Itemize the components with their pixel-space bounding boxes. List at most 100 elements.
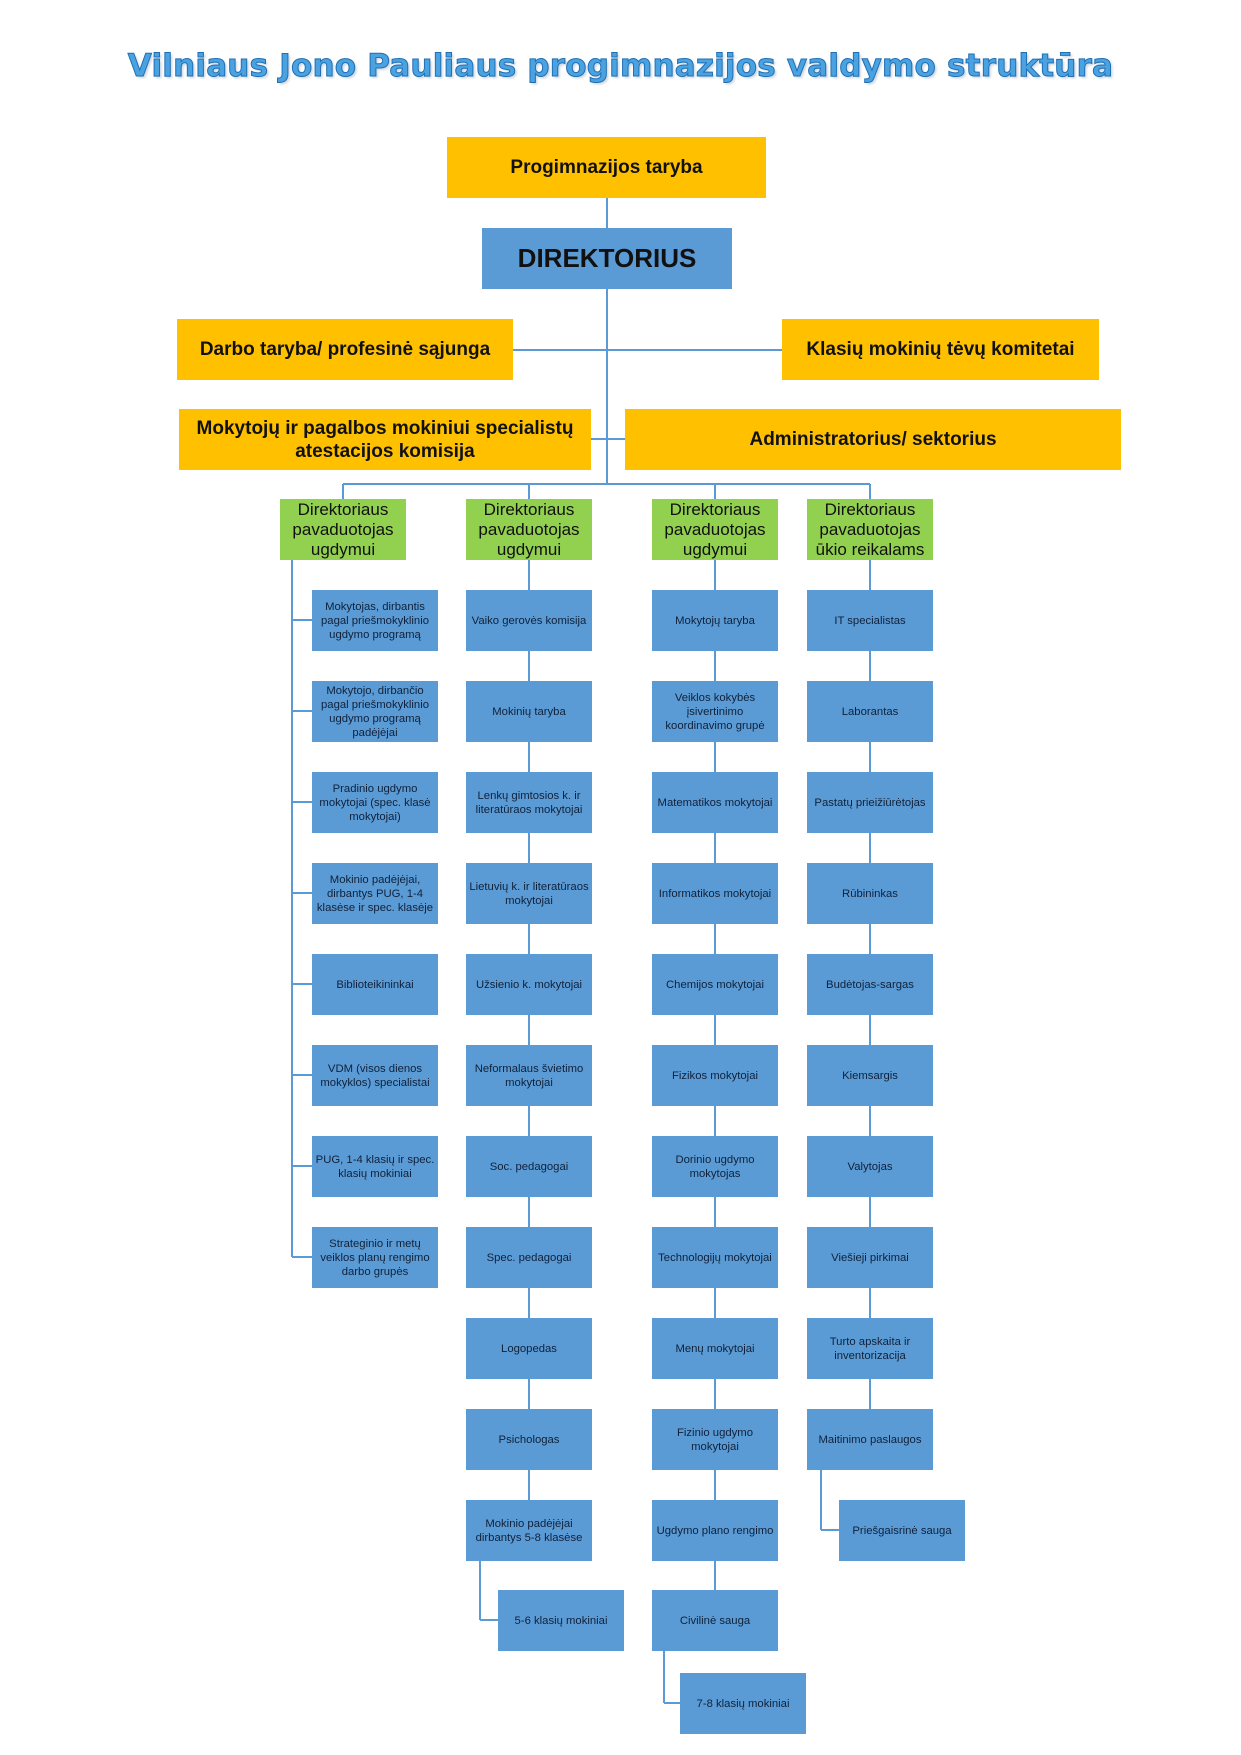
unit-label: Civilinė sauga — [679, 1614, 751, 1627]
unit-box: Kiemsargis — [807, 1045, 933, 1106]
deputy-head-1: Direktoriaus pavaduotojas ugdymui — [280, 499, 406, 560]
administrator-box: Administratorius/ sektorius — [625, 409, 1121, 470]
deputy-head-3-label: Direktoriaus pavaduotojas ugdymui — [664, 499, 766, 559]
unit-box: IT specialistas — [807, 590, 933, 651]
unit-box: Mokytojo, dirbančio pagal priešmokyklini… — [312, 681, 438, 742]
unit-label: PUG, 1-4 klasių ir spec. klasių mokiniai — [315, 1153, 435, 1180]
unit-label: Kiemsargis — [842, 1069, 898, 1082]
unit-label: Mokinių taryba — [492, 705, 566, 718]
unit-label: Pradinio ugdymo mokytojai (spec. klasė m… — [319, 782, 431, 823]
unit-label: Mokytojas, dirbantis pagal priešmokyklin… — [321, 600, 429, 641]
unit-box: Lietuvių k. ir literatūraos mokytojai — [466, 863, 592, 924]
unit-label: Vaiko gerovės komisija — [471, 614, 587, 627]
unit-box: Dorinio ugdymo mokytojas — [652, 1136, 778, 1197]
unit-box: Soc. pedagogai — [466, 1136, 592, 1197]
sub-unit-label: 7-8 klasių mokiniai — [696, 1697, 790, 1710]
unit-box: Chemijos mokytojai — [652, 954, 778, 1015]
sub-unit-box: Priešgaisrinė sauga — [839, 1500, 965, 1561]
unit-box: Menų mokytojai — [652, 1318, 778, 1379]
unit-label: Rūbininkas — [842, 887, 898, 900]
unit-label: VDM (visos dienos mokyklos) specialistai — [320, 1062, 430, 1089]
unit-box: PUG, 1-4 klasių ir spec. klasių mokiniai — [312, 1136, 438, 1197]
unit-box: Budėtojas-sargas — [807, 954, 933, 1015]
unit-box: Fizikos mokytojai — [652, 1045, 778, 1106]
unit-label: Užsienio k. mokytojai — [475, 978, 583, 991]
unit-box: Spec. pedagogai — [466, 1227, 592, 1288]
unit-box: Mokytojas, dirbantis pagal priešmokyklin… — [312, 590, 438, 651]
unit-label: Turto apskaita ir inventorizacija — [829, 1335, 911, 1362]
unit-box: Pradinio ugdymo mokytojai (spec. klasė m… — [312, 772, 438, 833]
unit-label: Menų mokytojai — [675, 1342, 755, 1355]
page-title: Vilniaus Jono Pauliaus progimnazijos val… — [127, 48, 1114, 85]
unit-label: Technologijų mokytojai — [658, 1251, 772, 1264]
attestation-commission-box: Mokytojų ir pagalbos mokiniui specialist… — [179, 409, 591, 470]
unit-box: Informatikos mokytojai — [652, 863, 778, 924]
unit-box: Turto apskaita ir inventorizacija — [807, 1318, 933, 1379]
unit-box: Mokinio padėjėjai, dirbantys PUG, 1-4 kl… — [312, 863, 438, 924]
sub-unit-box: 7-8 klasių mokiniai — [680, 1673, 806, 1734]
unit-label: Ugdymo plano rengimo — [656, 1524, 774, 1537]
unit-label: Pastatų prieižiūrėtojas — [814, 796, 926, 809]
unit-box: Valytojas — [807, 1136, 933, 1197]
unit-label: Veiklos kokybės įsivertinimo koordinavim… — [665, 691, 765, 732]
unit-label: Mokytojo, dirbančio pagal priešmokyklini… — [321, 684, 429, 739]
unit-box: Veiklos kokybės įsivertinimo koordinavim… — [652, 681, 778, 742]
unit-box: Strateginio ir metų veiklos planų rengim… — [312, 1227, 438, 1288]
unit-label: Fizikos mokytojai — [671, 1069, 758, 1082]
unit-label: Mokinio padėjėjai dirbantys 5-8 klasėse — [475, 1517, 583, 1544]
deputy-head-2: Direktoriaus pavaduotojas ugdymui — [466, 499, 592, 560]
unit-box: Vaiko gerovės komisija — [466, 590, 592, 651]
unit-label: Psichologas — [498, 1433, 560, 1446]
unit-box: Fizinio ugdymo mokytojai — [652, 1409, 778, 1470]
work-council-label: Darbo taryba/ profesinė sąjunga — [199, 339, 491, 360]
unit-label: Neformalaus švietimo mokytojai — [474, 1062, 584, 1089]
deputy-head-1-label: Direktoriaus pavaduotojas ugdymui — [292, 499, 394, 559]
unit-box: Lenkų gimtosios k. ir literatūraos mokyt… — [466, 772, 592, 833]
director-label: DIREKTORIUS — [517, 243, 697, 273]
council-box: Progimnazijos taryba — [447, 137, 766, 198]
unit-box: Technologijų mokytojai — [652, 1227, 778, 1288]
parents-committee-label: Klasių mokinių tėvų komitetai — [806, 339, 1075, 360]
unit-label: Maitinimo paslaugos — [818, 1433, 922, 1446]
unit-label: Logopedas — [501, 1342, 557, 1355]
unit-label: Spec. pedagogai — [486, 1251, 572, 1264]
unit-label: Dorinio ugdymo mokytojas — [675, 1153, 755, 1180]
unit-label: Soc. pedagogai — [489, 1160, 569, 1173]
unit-label: Mokinio padėjėjai, dirbantys PUG, 1-4 kl… — [316, 873, 434, 914]
deputy-head-2-label: Direktoriaus pavaduotojas ugdymui — [478, 499, 580, 559]
unit-label: IT specialistas — [834, 614, 906, 627]
unit-box: Laborantas — [807, 681, 933, 742]
deputy-head-4-label: Direktoriaus pavaduotojas ūkio reikalams — [815, 499, 925, 559]
administrator-label: Administratorius/ sektorius — [749, 429, 997, 450]
sub-unit-label: 5-6 klasių mokiniai — [514, 1614, 608, 1627]
unit-label: Strateginio ir metų veiklos planų rengim… — [320, 1237, 430, 1278]
unit-label: Informatikos mokytojai — [658, 887, 772, 900]
unit-box: Matematikos mokytojai — [652, 772, 778, 833]
unit-label: Valytojas — [847, 1160, 893, 1173]
unit-box: Mokinio padėjėjai dirbantys 5-8 klasėse — [466, 1500, 592, 1561]
unit-label: Lenkų gimtosios k. ir literatūraos mokyt… — [475, 789, 583, 816]
unit-box: Logopedas — [466, 1318, 592, 1379]
unit-box: Psichologas — [466, 1409, 592, 1470]
director-box: DIREKTORIUS — [482, 228, 732, 289]
unit-box: Maitinimo paslaugos — [807, 1409, 933, 1470]
unit-box: Ugdymo plano rengimo — [652, 1500, 778, 1561]
deputy-head-3: Direktoriaus pavaduotojas ugdymui — [652, 499, 778, 560]
council-label: Progimnazijos taryba — [510, 157, 703, 178]
unit-label: Mokytojų taryba — [675, 614, 755, 627]
deputy-head-4: Direktoriaus pavaduotojas ūkio reikalams — [807, 499, 933, 560]
unit-box: Biblioteikininkai — [312, 954, 438, 1015]
unit-label: Biblioteikininkai — [336, 978, 414, 991]
unit-label: Matematikos mokytojai — [657, 796, 773, 809]
unit-box: Rūbininkas — [807, 863, 933, 924]
unit-label: Viešieji pirkimai — [831, 1251, 909, 1264]
work-council-box: Darbo taryba/ profesinė sąjunga — [177, 319, 513, 380]
unit-box: VDM (visos dienos mokyklos) specialistai — [312, 1045, 438, 1106]
sub-unit-box: 5-6 klasių mokiniai — [498, 1590, 624, 1651]
unit-label: Fizinio ugdymo mokytojai — [677, 1426, 753, 1453]
unit-label: Lietuvių k. ir literatūraos mokytojai — [469, 880, 589, 907]
unit-box: Viešieji pirkimai — [807, 1227, 933, 1288]
sub-unit-label: Priešgaisrinė sauga — [852, 1524, 952, 1537]
unit-label: Budėtojas-sargas — [826, 978, 914, 991]
unit-box: Mokytojų taryba — [652, 590, 778, 651]
